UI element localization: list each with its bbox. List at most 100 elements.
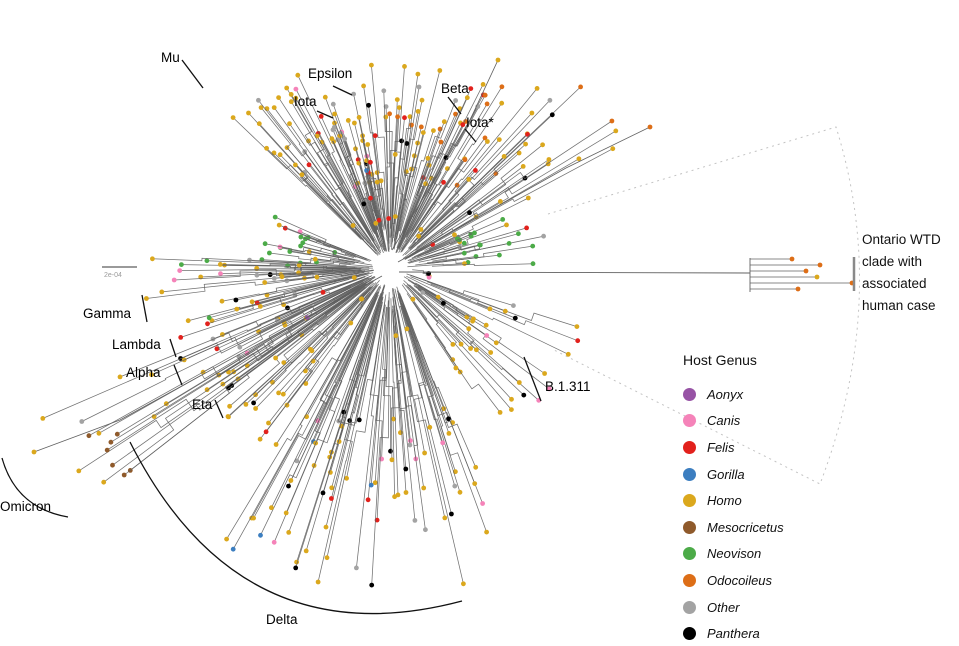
branch [289, 123, 379, 250]
branch [368, 105, 389, 252]
branch [202, 281, 363, 373]
branch [409, 212, 470, 256]
tip-other [407, 442, 413, 448]
tip-neovison [516, 231, 521, 237]
branch [103, 283, 367, 483]
tip-other [79, 419, 85, 424]
branch [221, 274, 358, 302]
branch [403, 95, 486, 240]
tip-odocoileus [482, 92, 488, 98]
branch [235, 272, 365, 301]
tip-felis [365, 497, 371, 503]
legend-swatch-felis [683, 440, 696, 454]
tip-other [412, 518, 418, 523]
tip-homo [613, 128, 619, 134]
branch [322, 284, 385, 494]
branch [406, 293, 457, 369]
annotation-line: associated [862, 276, 927, 291]
branch [266, 148, 362, 240]
branch [370, 300, 390, 486]
branch [253, 292, 366, 404]
tip-homo [495, 57, 501, 63]
branch [392, 116, 401, 237]
branch [408, 235, 419, 249]
tip-homo [293, 95, 299, 101]
branch [290, 94, 375, 241]
tip-homo [117, 374, 123, 380]
tip-homo [493, 340, 499, 346]
branch [256, 268, 370, 276]
branch [228, 282, 364, 373]
tip-other [453, 98, 458, 103]
branch [371, 65, 390, 250]
branch [278, 286, 373, 394]
branch [378, 220, 385, 246]
branch [284, 285, 359, 326]
tip-homo [452, 232, 457, 238]
tip-homo [374, 179, 380, 185]
tip-homo [457, 489, 463, 495]
tip-homo [415, 109, 421, 114]
tip-homo [466, 326, 472, 332]
tip-homo [271, 105, 277, 110]
cluster-hamster [86, 280, 374, 478]
annotation-line: human case [862, 298, 936, 313]
clade-label-lambda: Lambda [112, 337, 161, 352]
tip-gorilla [258, 532, 263, 538]
branch [298, 267, 373, 274]
branch [393, 70, 441, 250]
branch [398, 293, 450, 434]
clade-label-b1311: B.1.311 [545, 379, 591, 394]
legend-label: Homo [707, 493, 742, 509]
tip-homo [392, 152, 398, 157]
branch [316, 260, 348, 265]
tip-homo [258, 105, 264, 110]
tip-panthera [286, 483, 291, 489]
tip-homo [372, 480, 378, 486]
tip-homo [445, 166, 450, 172]
tip-homo [348, 320, 354, 326]
tip-homo [101, 479, 107, 485]
tip-canis [546, 386, 552, 392]
tip-other [354, 565, 359, 571]
tip-neovison [477, 242, 483, 248]
tip-homo [361, 83, 366, 89]
branch [220, 264, 348, 268]
tip-homo [352, 120, 357, 126]
tip-other [330, 127, 336, 133]
tip-felis [372, 133, 378, 139]
branch [350, 287, 375, 324]
branch [409, 120, 613, 254]
branch [320, 116, 374, 233]
tip-homo [509, 407, 514, 412]
tip-neovison [298, 243, 303, 249]
branch [406, 284, 520, 383]
tip-homo [262, 280, 268, 285]
tip-felis [376, 217, 382, 223]
tip-odocoileus [647, 124, 653, 130]
tip-homo [389, 457, 395, 463]
branch [322, 281, 353, 293]
branch [260, 107, 373, 248]
tip-homo [276, 390, 281, 396]
branch [261, 257, 355, 264]
branch [296, 295, 378, 462]
tip-homo [373, 220, 379, 226]
branch [401, 303, 456, 472]
tip-other [330, 101, 336, 107]
tip-neovison [179, 262, 184, 267]
legend-swatch-mesocricetus [683, 520, 696, 534]
branch [106, 286, 365, 451]
tip-homo [185, 318, 191, 324]
branch [374, 135, 390, 252]
branch [407, 286, 477, 351]
tip-neovison [530, 261, 536, 267]
legend-item-homo: Homo [683, 487, 784, 514]
tip-homo [576, 156, 582, 162]
branch [396, 86, 420, 235]
annotation-line: Ontario WTD [862, 232, 941, 247]
legend-label: Other [707, 599, 740, 615]
tip-canis [293, 86, 299, 92]
